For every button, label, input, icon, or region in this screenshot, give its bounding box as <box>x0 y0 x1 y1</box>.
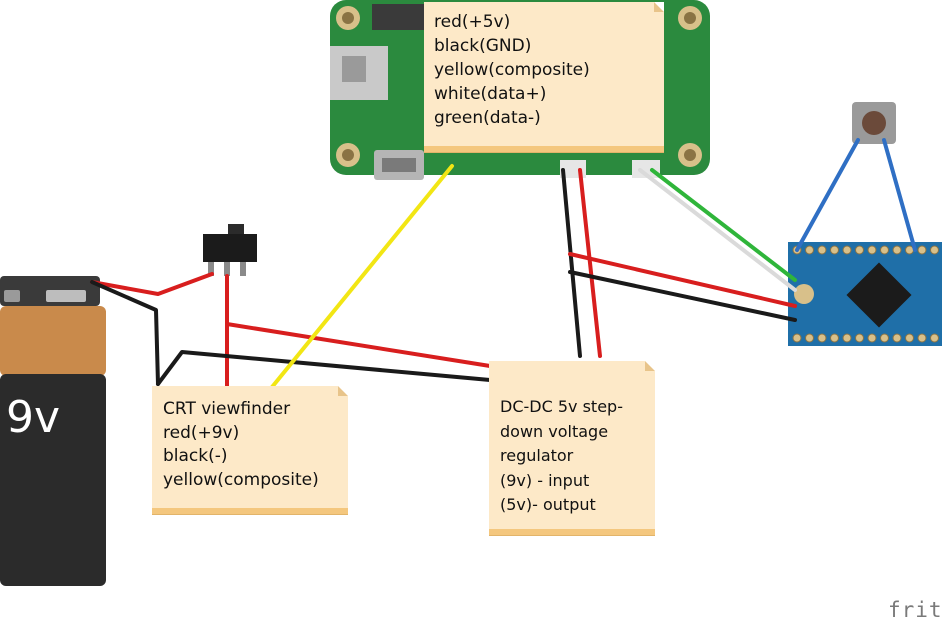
wire-black-regulator-to-arduino <box>568 270 797 322</box>
pi-mount-hole-tr-inner <box>684 12 696 24</box>
note-pi-line-4: white(data+) <box>434 84 547 104</box>
arduino-bottom-pin-11 <box>917 333 927 343</box>
note-crt-line-1: CRT viewfinder <box>163 399 291 419</box>
switch-pin-2 <box>224 262 230 276</box>
arduino-top-pin-9 <box>892 245 902 255</box>
pi-usb-connector-2 <box>632 160 660 178</box>
wires <box>90 138 917 394</box>
arduino-top-pin-11 <box>917 245 927 255</box>
note-pi-line-2: black(GND) <box>434 36 532 56</box>
note-crt-line-3: black(-) <box>163 446 228 466</box>
battery-9v <box>0 276 106 586</box>
switch-pin-1 <box>208 262 214 276</box>
battery-terminal-left <box>4 290 20 302</box>
arduino-bottom-pin-12 <box>930 333 939 343</box>
wire-red-regulator-to-arduino <box>568 252 797 308</box>
note-dcdc-line-4: (9v) - input <box>500 470 590 490</box>
arduino-bottom-pin-row <box>792 333 939 343</box>
arduino-bottom-pin-10 <box>905 333 914 343</box>
note-dcdc-line-3: regulator <box>500 446 574 465</box>
wire-blue-button-left <box>795 138 860 252</box>
wire-green-data-minus <box>650 168 797 282</box>
arduino-bottom-pin-8 <box>880 333 889 343</box>
arduino-top-pin-6 <box>855 245 864 255</box>
fritzing-brand: fritz <box>888 598 942 622</box>
arduino-top-pin-5 <box>842 245 852 255</box>
wire-black-crt-to-regulator <box>156 350 492 386</box>
wire-white-data-plus <box>638 168 797 292</box>
battery-terminal-right <box>46 290 86 302</box>
note-pi-line-5: green(data-) <box>434 108 541 128</box>
arduino-top-pin-7 <box>867 245 877 255</box>
arduino-bottom-pin-3 <box>817 333 827 343</box>
note-pi-corner <box>654 2 664 12</box>
note-dcdc-line-1: DC-DC 5v step- <box>500 397 623 416</box>
pi-sd-slot-inner <box>342 56 366 82</box>
note-pi-line-1: red(+5v) <box>434 12 511 32</box>
arduino-pro-mini <box>788 242 942 346</box>
wire-black-regulator-to-pi <box>561 168 582 358</box>
wire-red-switch-to-regulator <box>225 322 492 368</box>
slide-switch <box>203 224 257 276</box>
note-pi-wiring: red(+5v) black(GND) yellow(composite) wh… <box>424 2 664 152</box>
push-button <box>852 102 896 144</box>
note-crt-line-2: red(+9v) <box>163 422 240 443</box>
battery-body <box>0 374 106 586</box>
arduino-top-pin-4 <box>830 245 839 255</box>
note-crt-line-4: yellow(composite) <box>163 469 319 490</box>
arduino-bottom-pin-1 <box>792 333 802 343</box>
battery-copper-band <box>0 306 106 376</box>
note-dcdc-line-5: (5v)- output <box>500 495 596 514</box>
wire-blue-button-right <box>882 138 917 252</box>
battery-label: 9v <box>6 392 61 443</box>
wire-yellow-composite <box>266 164 454 394</box>
arduino-bottom-pin-4 <box>830 333 839 343</box>
arduino-bottom-pin-7 <box>867 333 877 343</box>
arduino-bottom-pin-6 <box>855 333 864 343</box>
arduino-bottom-pin-9 <box>892 333 902 343</box>
arduino-top-pin-2 <box>805 245 814 255</box>
note-dcdc-line-2: down voltage <box>500 421 609 441</box>
wire-red-battery-to-switch <box>90 272 214 296</box>
note-dcdc-regulator: DC-DC 5v step- down voltage regulator (9… <box>489 361 655 535</box>
pi-gpio-header <box>372 4 428 30</box>
note-pi-line-3: yellow(composite) <box>434 60 590 80</box>
pi-mini-hdmi-inner <box>382 158 416 172</box>
arduino-bottom-pin-2 <box>805 333 814 343</box>
switch-body <box>203 234 257 262</box>
pi-mount-hole-br-inner <box>684 149 696 161</box>
switch-pin-3 <box>240 262 246 276</box>
pi-mount-hole-tl-inner <box>342 12 354 24</box>
arduino-top-pin-8 <box>880 245 889 255</box>
button-cap <box>862 111 886 135</box>
note-dcdc-corner <box>645 361 655 371</box>
note-crt-corner <box>338 386 348 396</box>
wire-red-regulator-to-pi <box>578 168 602 358</box>
pi-mount-hole-bl-inner <box>342 149 354 161</box>
arduino-reset-button <box>794 284 814 304</box>
wire-black-battery-to-crt <box>90 280 160 386</box>
arduino-top-pin-3 <box>817 245 827 255</box>
arduino-bottom-pin-5 <box>842 333 852 343</box>
arduino-chip <box>846 262 912 328</box>
arduino-top-pin-12 <box>930 245 939 255</box>
note-crt-viewfinder: CRT viewfinder red(+9v) black(-) yellow(… <box>152 386 348 514</box>
